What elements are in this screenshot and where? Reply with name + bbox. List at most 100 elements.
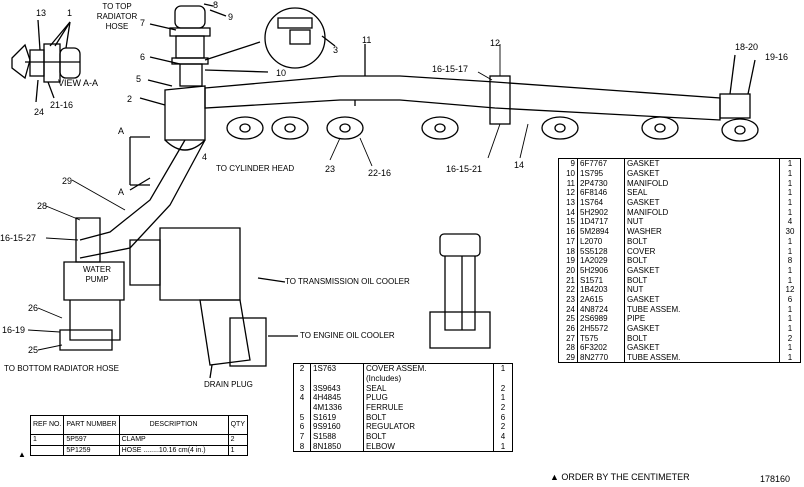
part-cell: 1D4717: [577, 217, 625, 227]
desc-cell: COVER: [624, 246, 780, 256]
regulator-housing: [139, 3, 269, 151]
desc-cell: (Includes): [363, 373, 494, 384]
ref-cell: 10: [566, 169, 575, 179]
callout-18-20: 18-20: [735, 42, 759, 52]
ref-cell: 17: [566, 236, 575, 246]
callout-23: 23: [325, 164, 336, 174]
desc-cell: TUBE ASSEM.: [624, 304, 780, 314]
part-cell: S1588: [310, 431, 364, 442]
ref-cell: 7: [299, 432, 305, 442]
qty-cell: 2: [493, 422, 513, 432]
callout-22-16: 22-16: [368, 168, 392, 178]
ref-cell: 16: [566, 227, 575, 237]
ref-cell: 21: [566, 275, 575, 285]
ref-cell: 2: [299, 364, 305, 374]
part-cell: 1S763: [310, 363, 364, 374]
desc-cell: SEAL: [624, 188, 780, 198]
part-cell: 5H2902: [577, 207, 625, 218]
ref-cell: 15: [566, 217, 575, 227]
callout-13: 13: [36, 8, 47, 18]
table-row: 1 5P597 CLAMP 2: [29, 434, 249, 446]
desc-cell: BOLT: [624, 275, 780, 285]
qty-cell: 1: [779, 236, 801, 247]
desc-cell: PIPE: [624, 314, 780, 324]
qty-cell: 1: [779, 314, 801, 324]
part-cell: 2A615: [577, 294, 625, 305]
callout-25: 25: [28, 345, 39, 355]
to-cylinder-head-label: TO CYLINDER HEAD: [216, 164, 295, 173]
header-desc: DESCRIPTION: [118, 415, 229, 435]
ref-cell: 6: [299, 422, 305, 432]
callout-21-16: 21-16: [50, 100, 74, 110]
qty-cell: 2: [779, 333, 801, 344]
ref-cell: 14: [566, 207, 575, 217]
callout-12: 12: [490, 38, 501, 48]
water-manifold: [204, 44, 756, 125]
part-cell: 8N1850: [310, 441, 364, 452]
to-bottom-radiator-label: TO BOTTOM RADIATOR HOSE: [4, 364, 119, 373]
callout-16-15-17: 16-15-17: [432, 64, 469, 74]
part-cell: 6F7767: [577, 158, 625, 169]
qty-cell: 1: [227, 444, 249, 457]
desc-cell: REGULATOR: [363, 422, 494, 432]
part-cell: 5S5128: [577, 246, 625, 256]
desc-cell: BOLT: [363, 412, 494, 423]
part-cell: 6F8146: [577, 188, 625, 198]
order-note: ▲ ORDER BY THE CENTIMETER: [550, 472, 690, 482]
qty-cell: 1: [493, 363, 513, 374]
qty-cell: 12: [779, 284, 801, 295]
ref-cell: 9: [570, 159, 575, 169]
ref-cell: 19: [566, 256, 575, 266]
oil-cooler-pipes: [257, 233, 491, 349]
desc-cell: BOLT: [624, 236, 780, 247]
part-cell: 5M2894: [577, 226, 625, 237]
ref-cell: 24: [566, 304, 575, 314]
qty-cell: 6: [493, 412, 513, 423]
ref-cell: [294, 403, 311, 413]
callout-3: 3: [333, 45, 339, 55]
desc-cell: FERRULE: [363, 402, 494, 413]
desc-cell: GASKET: [624, 265, 780, 276]
header-part: PART NUMBER: [63, 415, 120, 435]
callout-1: 1: [67, 8, 73, 18]
qty-cell: 1: [779, 168, 801, 179]
ref-cell: 13: [566, 198, 575, 208]
qty-cell: 1: [779, 246, 801, 256]
parts-table-left: REF NO. PART NUMBER DESCRIPTION QTY 1 5P…: [29, 415, 249, 457]
section-a-bottom: A: [118, 187, 125, 197]
desc-cell: BOLT: [624, 255, 780, 266]
drain-plug-label: DRAIN PLUG: [204, 380, 253, 389]
part-cell: S1619: [310, 412, 364, 423]
qty-cell: 8: [779, 255, 801, 266]
desc-cell: MANIFOLD: [624, 178, 780, 189]
qty-cell: 2: [227, 434, 249, 446]
qty-cell: 1: [779, 352, 801, 363]
ref-cell: 23: [566, 294, 575, 304]
qty-cell: 2: [493, 383, 513, 394]
qty-cell: 2: [493, 402, 513, 413]
ref-cell: 22: [566, 285, 575, 295]
tube-and-pump: [59, 139, 267, 379]
desc-cell: BOLT: [624, 333, 780, 344]
part-cell: 4N8724: [577, 304, 625, 314]
water-pump-label: WATER PUMP: [83, 265, 111, 284]
callout-16-15-21: 16-15-21: [446, 164, 483, 174]
ref-cell: 29: [566, 353, 575, 363]
callout-6: 6: [140, 52, 146, 62]
callout-4: 4: [202, 152, 208, 162]
desc-cell: CLAMP: [118, 434, 229, 446]
qty-cell: 4: [779, 217, 801, 227]
qty-cell: 1: [779, 265, 801, 276]
ref-cell: 18: [566, 246, 575, 256]
header-qty: QTY: [227, 415, 249, 435]
desc-cell: GASKET: [624, 294, 780, 305]
